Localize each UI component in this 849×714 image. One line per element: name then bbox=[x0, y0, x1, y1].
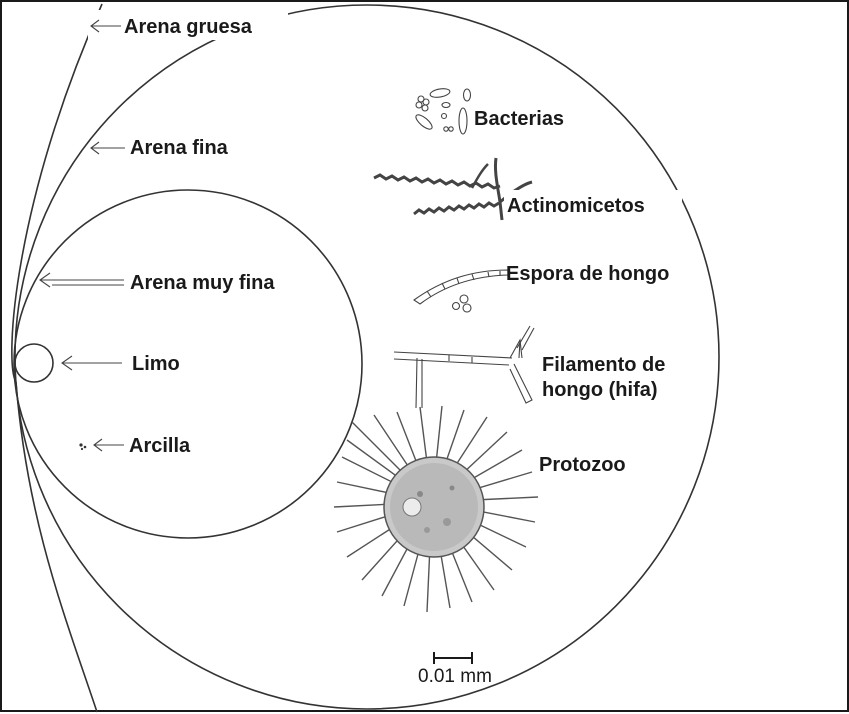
limo-label: Limo bbox=[132, 353, 180, 375]
very-fine-sand-circle bbox=[13, 189, 363, 539]
silt-circle bbox=[14, 343, 54, 383]
bacterias-label: Bacterias bbox=[474, 108, 564, 130]
protozoo-label: Protozoo bbox=[539, 454, 626, 476]
coarse-sand-arc bbox=[11, 3, 103, 713]
fine-sand-circle bbox=[14, 4, 720, 710]
scale-bar: 0.01 mm bbox=[418, 652, 492, 687]
arena-fina-label: Arena fina bbox=[130, 137, 229, 159]
label-arcilla: Arcilla bbox=[93, 435, 191, 457]
scale-bar-label: 0.01 mm bbox=[418, 666, 492, 687]
arena-muy-fina-label: Arena muy fina bbox=[130, 272, 275, 294]
clay-particle bbox=[79, 443, 87, 451]
bacteria-drawing bbox=[415, 88, 472, 135]
label-arena-fina: Arena fina bbox=[90, 137, 229, 159]
filamento-label-line2: hongo (hifa) bbox=[542, 379, 658, 401]
label-arena-muy-fina: Arena muy fina bbox=[39, 272, 275, 294]
actinomycetes-drawing bbox=[373, 157, 533, 221]
fungal-hypha-drawing bbox=[393, 325, 535, 409]
espora-label: Espora de hongo bbox=[506, 263, 669, 285]
actinomicetos-label: Actinomicetos bbox=[507, 195, 645, 217]
label-arena-gruesa: Arena gruesa bbox=[88, 10, 288, 40]
label-limo: Limo bbox=[61, 353, 180, 375]
protozoan-drawing bbox=[333, 405, 539, 613]
filamento-label-line1: Filamento de bbox=[542, 354, 665, 376]
arcilla-label: Arcilla bbox=[129, 435, 191, 457]
arena-gruesa-label: Arena gruesa bbox=[124, 16, 253, 38]
fungal-spore-drawing bbox=[413, 269, 509, 313]
